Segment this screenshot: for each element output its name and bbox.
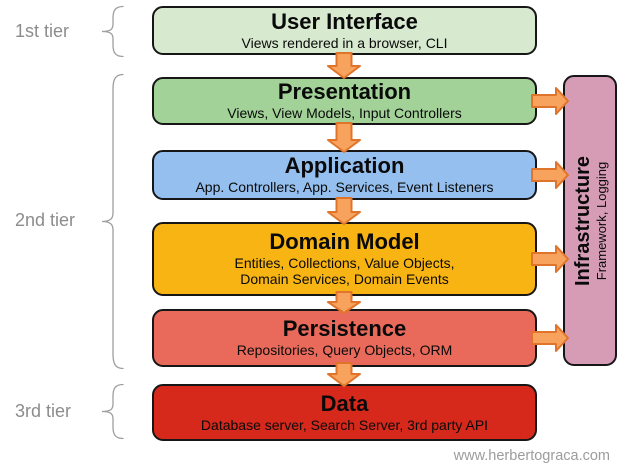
arrow-down-icon bbox=[327, 52, 361, 79]
layer-title: User Interface bbox=[271, 8, 418, 34]
tier-brace-1-icon bbox=[101, 5, 124, 58]
layer-subtitle: Repositories, Query Objects, ORM bbox=[236, 342, 453, 359]
layer-domain-model: Domain Model Entities, Collections, Valu… bbox=[152, 222, 537, 296]
arrow-right-icon bbox=[531, 245, 569, 273]
layer-subtitle-line2: Domain Services, Domain Events bbox=[240, 271, 449, 288]
tier-brace-3-icon bbox=[101, 383, 124, 440]
tier-label-1st: 1st tier bbox=[15, 21, 70, 41]
layer-subtitle: Entities, Collections, Value Objects, bbox=[234, 254, 455, 271]
infrastructure-rotated-text: Infrastructure Framework, Logging bbox=[563, 75, 617, 366]
layer-title: Persistence bbox=[282, 316, 407, 342]
infrastructure-subtitle: Framework, Logging bbox=[593, 161, 609, 280]
tier-label-2nd: 2nd tier bbox=[15, 210, 76, 230]
layer-application: Application App. Controllers, App. Servi… bbox=[152, 150, 537, 200]
layer-subtitle: Views, View Models, Input Controllers bbox=[227, 105, 462, 122]
layer-user-interface: User Interface Views rendered in a brows… bbox=[152, 6, 537, 55]
arrow-down-icon bbox=[327, 291, 361, 314]
arrow-right-icon bbox=[531, 161, 569, 189]
layer-subtitle: Views rendered in a browser, CLI bbox=[241, 34, 448, 51]
layer-subtitle: App. Controllers, App. Services, Event L… bbox=[195, 179, 494, 196]
layer-subtitle: Database server, Search Server, 3rd part… bbox=[200, 416, 489, 433]
layer-title: Domain Model bbox=[269, 229, 420, 255]
infrastructure-box: Infrastructure Framework, Logging bbox=[563, 75, 617, 366]
arrow-down-icon bbox=[327, 197, 361, 225]
infrastructure-title: Infrastructure bbox=[571, 155, 594, 286]
watermark: www.herbertograca.com bbox=[453, 448, 610, 464]
arrow-down-icon bbox=[327, 122, 361, 153]
arrow-right-icon bbox=[531, 324, 569, 352]
layer-data: Data Database server, Search Server, 3rd… bbox=[152, 384, 537, 441]
tier-label-3rd: 3rd tier bbox=[15, 401, 72, 421]
layer-persistence: Persistence Repositories, Query Objects,… bbox=[152, 309, 537, 367]
layer-title: Presentation bbox=[277, 79, 412, 105]
arrow-right-icon bbox=[531, 87, 569, 115]
layer-presentation: Presentation Views, View Models, Input C… bbox=[152, 77, 537, 125]
tier-brace-2-icon bbox=[101, 73, 124, 370]
layer-title: Data bbox=[320, 390, 369, 416]
layer-title: Application bbox=[284, 153, 405, 179]
arrow-down-icon bbox=[327, 362, 361, 387]
